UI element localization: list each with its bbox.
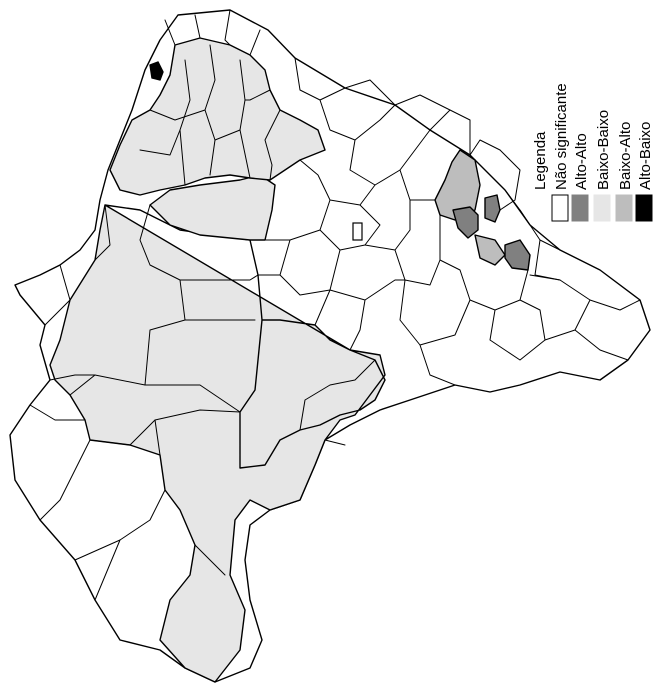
region-alto-alto xyxy=(452,206,479,239)
legend-label-alto-baixo: Alto-Baixo xyxy=(637,122,654,190)
map-legend: Legenda Não significante Alto-Alto Baixo… xyxy=(532,83,654,222)
legend-label-baixo-baixo: Baixo-Baixo xyxy=(595,110,612,190)
region-baixo-alto xyxy=(434,149,481,221)
legend-label-nao-significante: Não significante xyxy=(553,83,570,190)
legend-title: Legenda xyxy=(532,131,549,190)
legend-swatch-alto-alto xyxy=(571,194,589,222)
legend-swatch-baixo-alto xyxy=(615,194,633,222)
legend-swatch-baixo-baixo xyxy=(593,194,611,222)
region-alto-baixo xyxy=(149,61,164,81)
enclave-municipality xyxy=(352,222,363,241)
legend-swatch-nao-significante xyxy=(551,194,569,222)
municipal-boundaries xyxy=(29,9,641,601)
legend-label-baixo-alto: Baixo-Alto xyxy=(617,122,634,190)
region-baixo-baixo xyxy=(149,174,276,241)
region-baixo-alto xyxy=(474,234,506,266)
legend-label-alto-alto: Alto-Alto xyxy=(573,133,590,190)
region-baixo-baixo xyxy=(49,204,386,683)
legend-swatch-alto-baixo xyxy=(635,194,653,222)
region-alto-alto xyxy=(484,194,501,223)
